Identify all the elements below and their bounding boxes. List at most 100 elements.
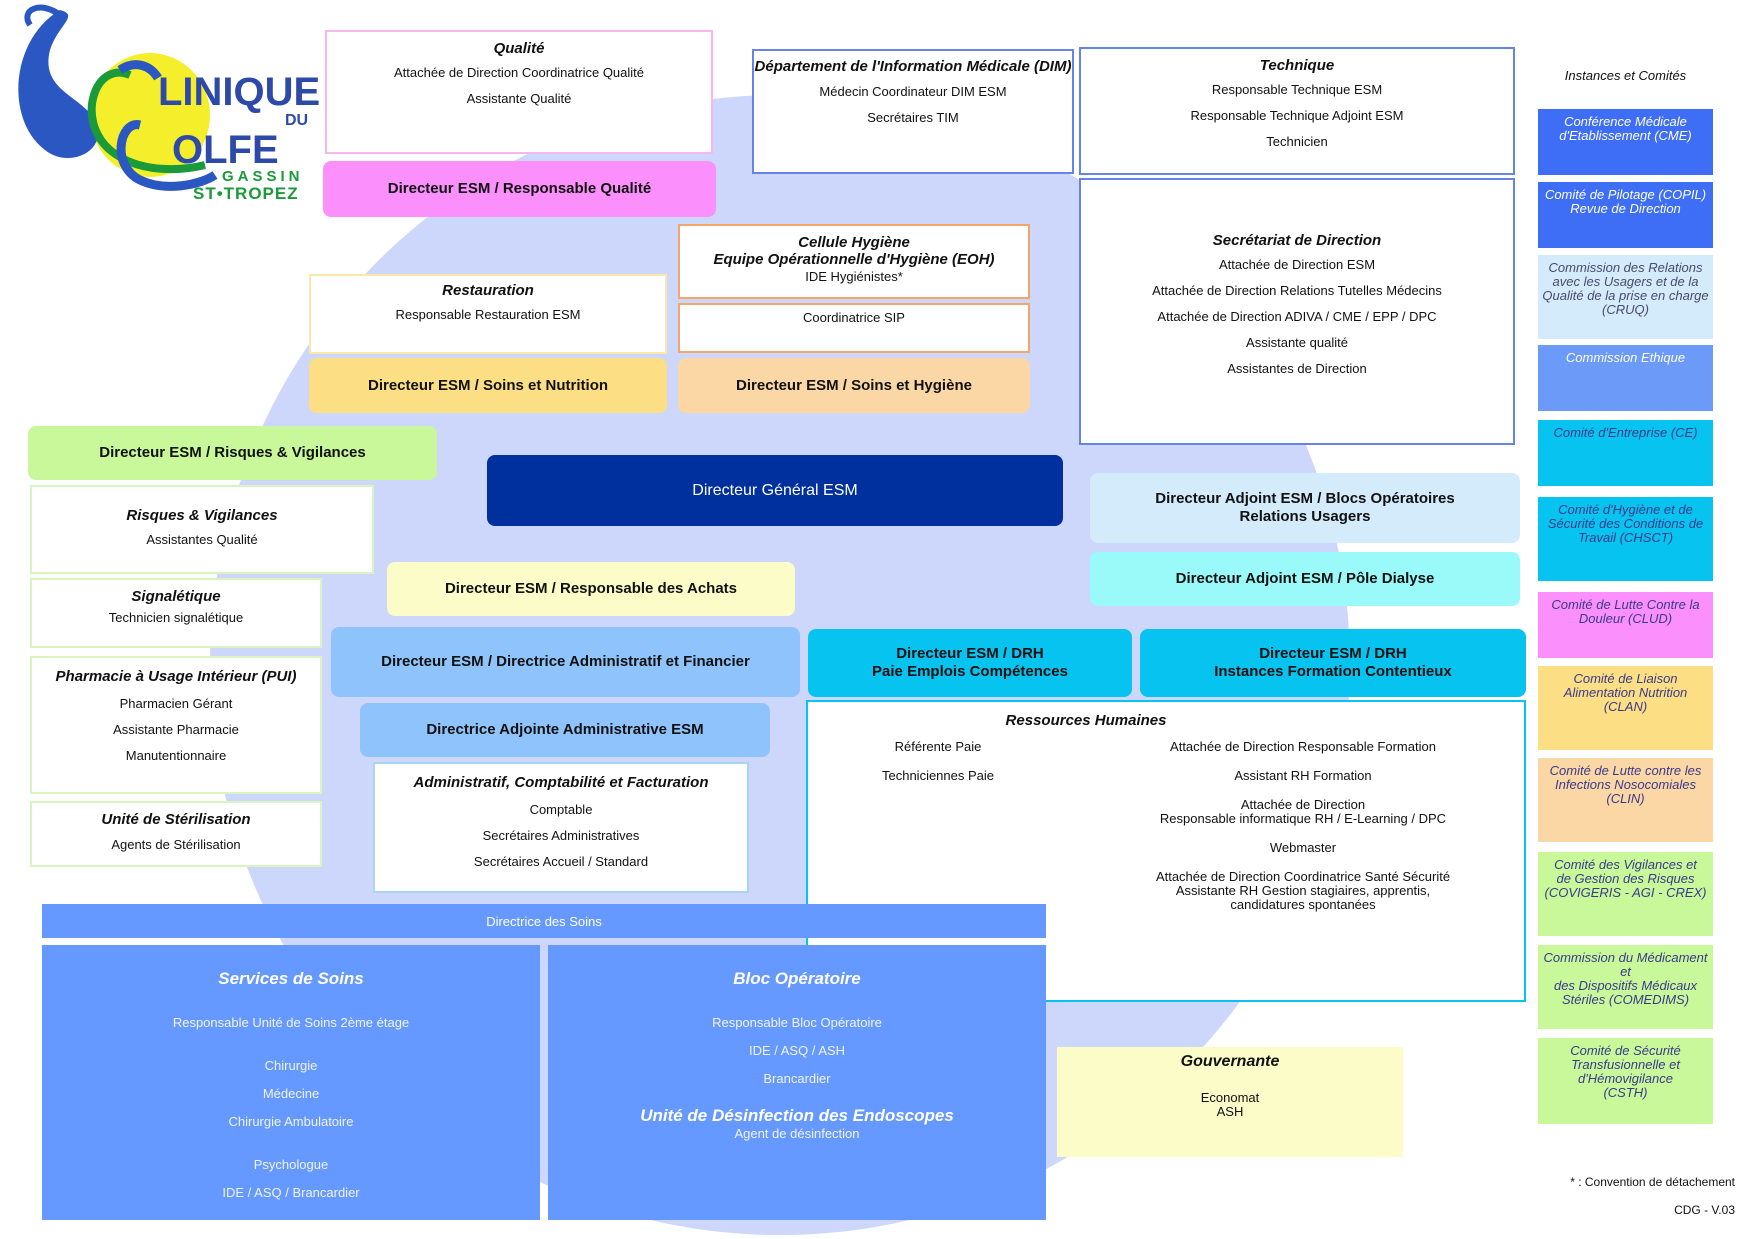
instance-item: Conférence Médicale d'Etablissement (CME…	[1538, 109, 1713, 175]
gouvernante-title: Gouvernante	[1180, 1053, 1280, 1070]
secretariat-line: Assistante qualité	[1246, 335, 1348, 350]
logo-line2: DU	[285, 112, 309, 129]
technique-box: Technique Responsable Technique ESM Resp…	[1079, 47, 1515, 175]
rh-right-column: Attachée de Direction Responsable Format…	[1093, 740, 1513, 924]
services-soins-line: Chirurgie	[264, 1058, 318, 1073]
rh-box: Ressources Humaines Référente Paie Techn…	[806, 700, 1526, 1002]
bloc-line: Brancardier	[763, 1071, 831, 1086]
rh-right-line: Assistant RH Formation	[1234, 768, 1372, 783]
drh-paie-box: Directeur ESM / DRH Paie Emplois Compéte…	[808, 629, 1132, 697]
pui-title: Pharmacie à Usage Intérieur (PUI)	[55, 668, 297, 685]
rh-right-line: Webmaster	[1269, 840, 1337, 855]
signaletique-title: Signalétique	[131, 588, 221, 605]
secretariat-box: Secrétariat de Direction Attachée de Dir…	[1079, 178, 1515, 445]
endoscopes-line: Agent de désinfection	[734, 1126, 860, 1141]
drh-formation-box: Directeur ESM / DRH Instances Formation …	[1140, 629, 1526, 697]
instances-heading: Instances et Comités	[1564, 68, 1687, 83]
endoscopes-title: Unité de Désinfection des Endoscopes	[640, 1106, 954, 1125]
dim-title: Département de l'Information Médicale (D…	[754, 58, 1072, 75]
hygiene-line: IDE Hygiénistes*	[805, 269, 903, 284]
rh-left-line: Techniciennes Paie	[881, 768, 995, 783]
services-soins-line: Psychologue	[253, 1157, 329, 1172]
adjointe-admin-box: Directrice Adjointe Administrative ESM	[360, 703, 770, 757]
bloc-line: IDE / ASQ / ASH	[748, 1043, 846, 1058]
risques-box: Risques & Vigilances Assistantes Qualité	[30, 485, 374, 574]
dim-box: Département de l'Information Médicale (D…	[752, 49, 1074, 174]
pui-line: Pharmacien Gérant	[119, 696, 233, 711]
logo-line1: LINIQUE	[158, 70, 321, 114]
technique-title: Technique	[1259, 57, 1335, 74]
restauration-title: Restauration	[442, 282, 534, 299]
dim-line: Secrétaires TIM	[867, 110, 959, 125]
services-soins-line: Médecine	[262, 1086, 320, 1101]
signaletique-line: Technicien signalétique	[108, 610, 244, 625]
directeur-hygiene-box: Directeur ESM / Soins et Hygiène	[678, 358, 1030, 413]
instance-item: Comité de Sécurité Transfusionnelle et d…	[1538, 1038, 1713, 1124]
technique-line: Technicien	[1266, 134, 1328, 149]
services-soins-box: Services de Soins Responsable Unité de S…	[42, 945, 540, 1220]
sterilisation-line: Agents de Stérilisation	[111, 837, 241, 852]
instance-item: Comité des Vigilances et de Gestion des …	[1538, 852, 1713, 936]
secretariat-line: Attachée de Direction ESM	[1218, 257, 1376, 272]
pui-line: Manutentionnaire	[125, 748, 227, 763]
dim-line: Médecin Coordinateur DIM ESM	[819, 84, 1007, 99]
hygiene-box: Cellule Hygiène Equipe Opérationnelle d'…	[678, 224, 1030, 299]
logo-line3: OLFE	[172, 128, 279, 172]
instance-item: Comité de Lutte contre les Infections No…	[1538, 758, 1713, 842]
compta-line: Comptable	[529, 802, 593, 817]
logo: LINIQUE DU OLFE GASSIN ST•TROPEZ	[0, 0, 320, 210]
bloc-title: Bloc Opératoire	[733, 969, 861, 988]
directeur-qualite-box: Directeur ESM / Responsable Qualité	[323, 161, 716, 217]
technique-line: Responsable Technique Adjoint ESM	[1190, 108, 1404, 123]
qualite-title: Qualité	[493, 40, 545, 57]
instance-item: Commission du Médicament et des Disposit…	[1538, 945, 1713, 1029]
logo-line5: ST•TROPEZ	[193, 184, 299, 203]
instance-item: Commission Ethique	[1538, 345, 1713, 411]
compta-title: Administratif, Comptabilité et Facturati…	[413, 774, 709, 791]
directeur-general-box: Directeur Général ESM	[487, 455, 1063, 526]
directeur-daf-box: Directeur ESM / Directrice Administratif…	[331, 627, 800, 697]
sip-box: Coordinatrice SIP	[678, 303, 1030, 353]
rh-left-line: Référente Paie	[894, 739, 982, 754]
compta-line: Secrétaires Accueil / Standard	[473, 854, 649, 869]
bloc-box: Bloc Opératoire Responsable Bloc Opérato…	[548, 945, 1046, 1220]
gouvernante-line: Economat ASH	[1200, 1090, 1260, 1119]
sterilisation-box: Unité de Stérilisation Agents de Stérili…	[30, 801, 322, 867]
rh-title: Ressources Humaines	[1005, 712, 1167, 729]
pui-box: Pharmacie à Usage Intérieur (PUI) Pharma…	[30, 656, 322, 794]
hygiene-title: Cellule Hygiène Equipe Opérationnelle d'…	[713, 234, 995, 268]
services-soins-line: IDE / ASQ / Brancardier	[222, 1185, 360, 1200]
qualite-line: Attachée de Direction Coordinatrice Qual…	[393, 65, 645, 80]
rh-right-line: Attachée de Direction Coordinatrice Sant…	[1155, 869, 1451, 912]
signaletique-box: Signalétique Technicien signalétique	[30, 578, 322, 648]
logo-emblem	[18, 4, 218, 191]
directeur-achats-box: Directeur ESM / Responsable des Achats	[387, 562, 795, 616]
restauration-line: Responsable Restauration ESM	[395, 307, 581, 322]
qualite-box: Qualité Attachée de Direction Coordinatr…	[325, 30, 713, 154]
instance-item: Commission des Relations avec les Usager…	[1538, 255, 1713, 339]
compta-box: Administratif, Comptabilité et Facturati…	[373, 762, 749, 893]
directeur-dialyse-box: Directeur Adjoint ESM / Pôle Dialyse	[1090, 552, 1520, 606]
services-soins-line: Chirurgie Ambulatoire	[228, 1114, 354, 1129]
gouvernante-box: Gouvernante Economat ASH	[1057, 1047, 1403, 1157]
bloc-line: Responsable Bloc Opératoire	[712, 1015, 882, 1030]
services-soins-title: Services de Soins	[218, 969, 364, 988]
rh-right-line: Attachée de Direction Responsable inform…	[1159, 797, 1447, 826]
compta-line: Secrétaires Administratives	[482, 828, 640, 843]
instance-item: Comité de Liaison Alimentation Nutrition…	[1538, 666, 1713, 750]
qualite-line: Assistante Qualité	[466, 91, 572, 106]
restauration-box: Restauration Responsable Restauration ES…	[309, 274, 667, 354]
directeur-blocs-box: Directeur Adjoint ESM / Blocs Opératoire…	[1090, 473, 1520, 543]
instance-item: Comité d'Hygiène et de Sécurité des Cond…	[1538, 497, 1713, 581]
instance-item: Comité de Lutte Contre la Douleur (CLUD)	[1538, 592, 1713, 658]
services-soins-line: Responsable Unité de Soins 2ème étage	[172, 1015, 410, 1030]
technique-line: Responsable Technique ESM	[1211, 82, 1383, 97]
rh-right-line: Attachée de Direction Responsable Format…	[1170, 739, 1436, 754]
sip-label: Coordinatrice SIP	[803, 310, 905, 325]
secretariat-title: Secrétariat de Direction	[1212, 232, 1382, 249]
pui-line: Assistante Pharmacie	[113, 722, 239, 737]
logo-line4: GASSIN	[222, 168, 304, 185]
instance-item: Comité de Pilotage (COPIL) Revue de Dire…	[1538, 182, 1713, 248]
secretariat-line: Assistantes de Direction	[1227, 361, 1367, 376]
secretariat-line: Attachée de Direction ADIVA / CME / EPP …	[1157, 309, 1437, 324]
